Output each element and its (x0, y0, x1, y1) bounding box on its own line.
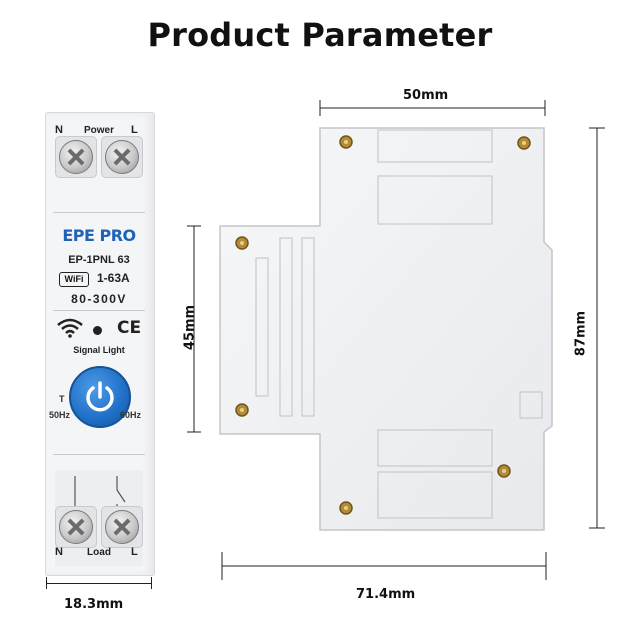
test-label: T (59, 394, 65, 404)
power-button[interactable] (69, 366, 131, 428)
brand-logo: EPE PRO (62, 226, 136, 245)
divider (53, 310, 145, 311)
screw-icon (235, 403, 249, 417)
breaker-front-view: N Power L EPE PRO EP-1PNL 63 WiFi 1-63A … (45, 112, 155, 576)
dimension-bottom-width: 71.4mm (356, 587, 416, 602)
model-number: EP-1PNL 63 (68, 254, 130, 266)
wifi-signal-icon (57, 318, 83, 338)
dimension-tick (151, 577, 152, 589)
ce-mark: CE (117, 318, 142, 338)
signal-light-label: Signal Light (73, 345, 125, 355)
screw-icon (235, 236, 249, 250)
screw-icon (339, 135, 353, 149)
screw-icon (59, 140, 93, 174)
load-label: Load (87, 547, 111, 558)
dimension-right-height: 87mm (573, 310, 589, 357)
dimension-tick (46, 577, 47, 589)
wifi-badge: WiFi (59, 272, 89, 287)
divider (53, 212, 145, 213)
page-title: Product Parameter (147, 16, 493, 54)
current-rating: 1-63A (97, 271, 130, 285)
hz-50-label: 50Hz (49, 410, 71, 420)
terminal-n-bottom-label: N (55, 546, 63, 558)
terminal-n-top-label: N (55, 124, 63, 136)
screw-icon (105, 140, 139, 174)
terminal-l-bottom-label: L (131, 546, 138, 558)
side-profile-drawing (187, 100, 605, 580)
dimension-top-width: 50mm (403, 88, 449, 103)
dimension-left-height: 45mm (182, 304, 198, 351)
dimension-breaker-width: 18.3mm (64, 597, 124, 612)
dimension-line (46, 583, 152, 584)
power-icon (86, 381, 114, 412)
hz-60-label: 60Hz (120, 410, 142, 420)
divider (53, 454, 145, 455)
screw-icon (339, 501, 353, 515)
signal-light-led (93, 326, 102, 335)
screw-icon (497, 464, 511, 478)
power-label: Power (83, 125, 114, 136)
screw-icon (105, 510, 139, 544)
screw-icon (59, 510, 93, 544)
voltage-rating: 80-300V (71, 292, 127, 306)
screw-icon (517, 136, 531, 150)
terminal-l-top-label: L (131, 124, 138, 136)
